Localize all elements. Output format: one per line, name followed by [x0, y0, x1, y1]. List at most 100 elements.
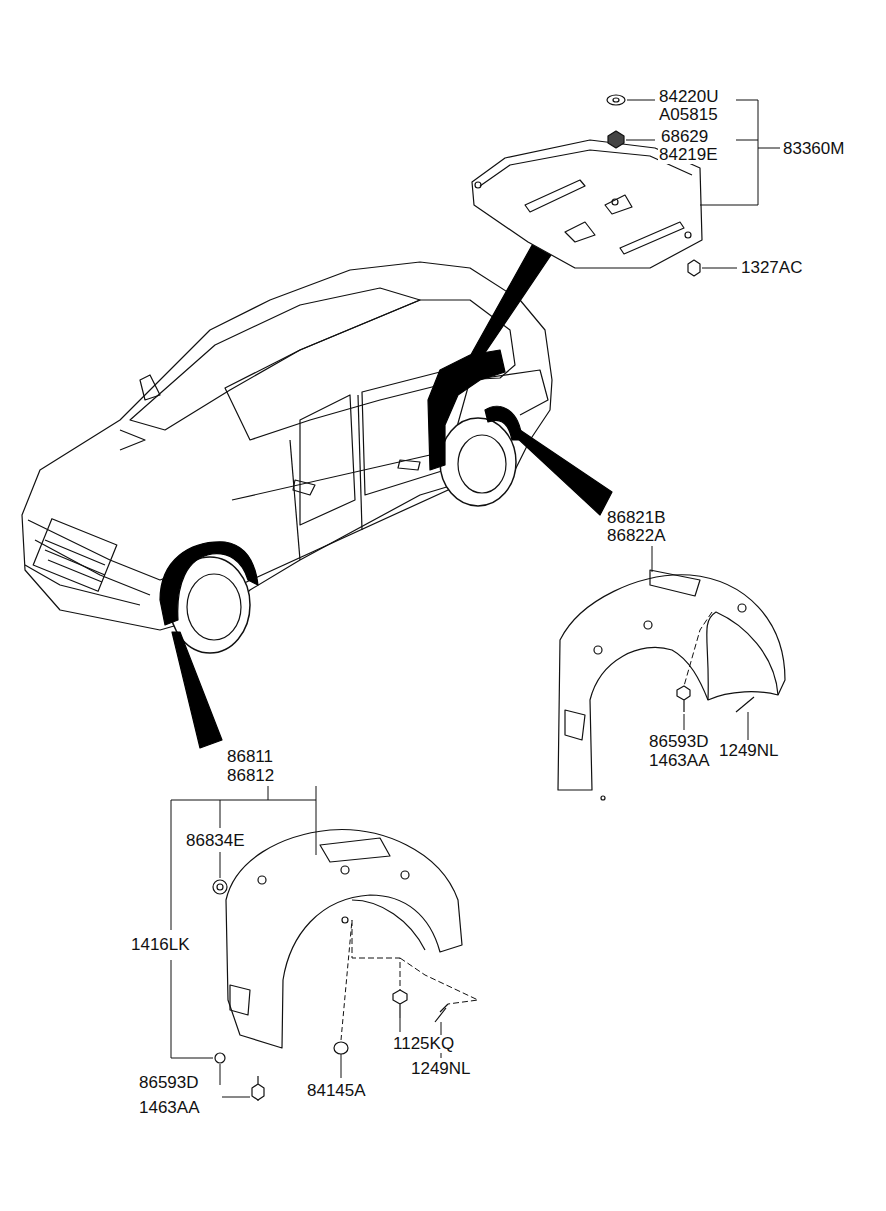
line-art: [525, 180, 585, 212]
line-art: [688, 260, 700, 276]
line-art: [258, 876, 266, 884]
line-art: [707, 612, 778, 700]
callout-number: 84219E: [658, 146, 719, 164]
line-art: [341, 1054, 342, 1078]
line-art: [677, 686, 690, 712]
line-art: [220, 800, 221, 828]
fasteners: [213, 95, 754, 1100]
line-art: [605, 195, 632, 214]
line-art: [607, 95, 625, 105]
line-art: [252, 1076, 264, 1100]
line-art: [258, 1100, 259, 1101]
line-art: [160, 542, 258, 625]
callout-number: 83360M: [782, 140, 845, 158]
line-art: [334, 1042, 348, 1054]
line-art: [612, 199, 618, 205]
line-art: [352, 920, 400, 990]
line-art: [684, 612, 712, 686]
line-art: [226, 830, 462, 1048]
wheels: [170, 418, 516, 653]
callout-number: 1249NL: [718, 742, 780, 760]
line-art: [220, 1064, 221, 1085]
callout-number: A05815: [658, 106, 719, 124]
line-art: [45, 540, 105, 582]
line-art: [608, 131, 624, 148]
line-art: [341, 866, 349, 874]
line-art: [515, 430, 612, 515]
line-art: [187, 574, 241, 640]
line-art: [440, 418, 516, 506]
line-art: [627, 100, 655, 101]
line-art: [601, 796, 605, 800]
line-art: [736, 140, 758, 141]
line-art: [398, 460, 420, 470]
line-art: [475, 182, 481, 188]
line-art: [33, 519, 117, 592]
line-art: [220, 852, 221, 878]
callout-number: 68629: [660, 128, 709, 146]
callout-number: 86593D: [648, 733, 710, 751]
line-art: [748, 712, 749, 740]
callout-number: 1327AC: [740, 259, 803, 277]
line-art: [130, 288, 420, 430]
line-art: [565, 710, 585, 740]
line-art: [702, 268, 737, 269]
line-art: [738, 604, 746, 612]
line-art: [758, 148, 780, 149]
line-art: [290, 440, 300, 560]
line-art: [232, 455, 430, 500]
line-art: [120, 375, 160, 450]
line-art: [652, 546, 653, 572]
line-art: [341, 920, 352, 1040]
line-art: [172, 632, 222, 748]
line-art: [685, 232, 691, 238]
callout-number: 86821B: [606, 509, 667, 527]
pointer-wedges: [172, 240, 612, 748]
line-art: [240, 480, 470, 585]
line-art: [342, 917, 348, 923]
line-art: [650, 570, 700, 596]
line-art: [171, 786, 316, 855]
line-art: [222, 1097, 250, 1098]
line-art: [400, 958, 478, 1004]
line-art: [400, 1018, 401, 1032]
line-art: [435, 1004, 448, 1022]
callout-number: 84145A: [306, 1082, 367, 1100]
line-art: [352, 900, 425, 950]
line-art: [613, 98, 619, 102]
line-art: [558, 575, 785, 790]
line-art: [293, 480, 315, 495]
leader-lines: [171, 100, 780, 1101]
line-art: [565, 222, 595, 242]
line-art: [401, 871, 409, 879]
line-art: [35, 540, 150, 595]
line-art: [393, 990, 407, 1018]
line-art: [320, 838, 390, 862]
rear-liner: [558, 570, 785, 800]
line-art: [620, 222, 684, 254]
callout-number: 86593D: [138, 1074, 200, 1092]
car-outline: [22, 262, 552, 630]
line-art: [215, 1053, 225, 1063]
front-liner: [226, 830, 462, 1048]
callout-number: 86834E: [185, 832, 246, 850]
callout-number: 1125KQ: [392, 1035, 455, 1053]
callout-number: 86822A: [606, 527, 667, 545]
line-art: [358, 395, 362, 530]
line-art: [626, 140, 655, 141]
callout-number: 84220U: [658, 88, 720, 106]
line-art: [644, 621, 652, 629]
line-art: [684, 714, 685, 730]
callout-number: 1416LK: [130, 936, 191, 954]
line-art: [300, 395, 355, 525]
line-art: [594, 646, 602, 654]
callout-number: 1463AA: [648, 752, 711, 770]
callout-number: 86811: [226, 748, 274, 766]
line-art: [213, 880, 227, 894]
line-art: [736, 697, 754, 712]
line-art: [458, 435, 506, 493]
callout-number: 86812: [226, 767, 275, 785]
line-art: [217, 884, 223, 890]
